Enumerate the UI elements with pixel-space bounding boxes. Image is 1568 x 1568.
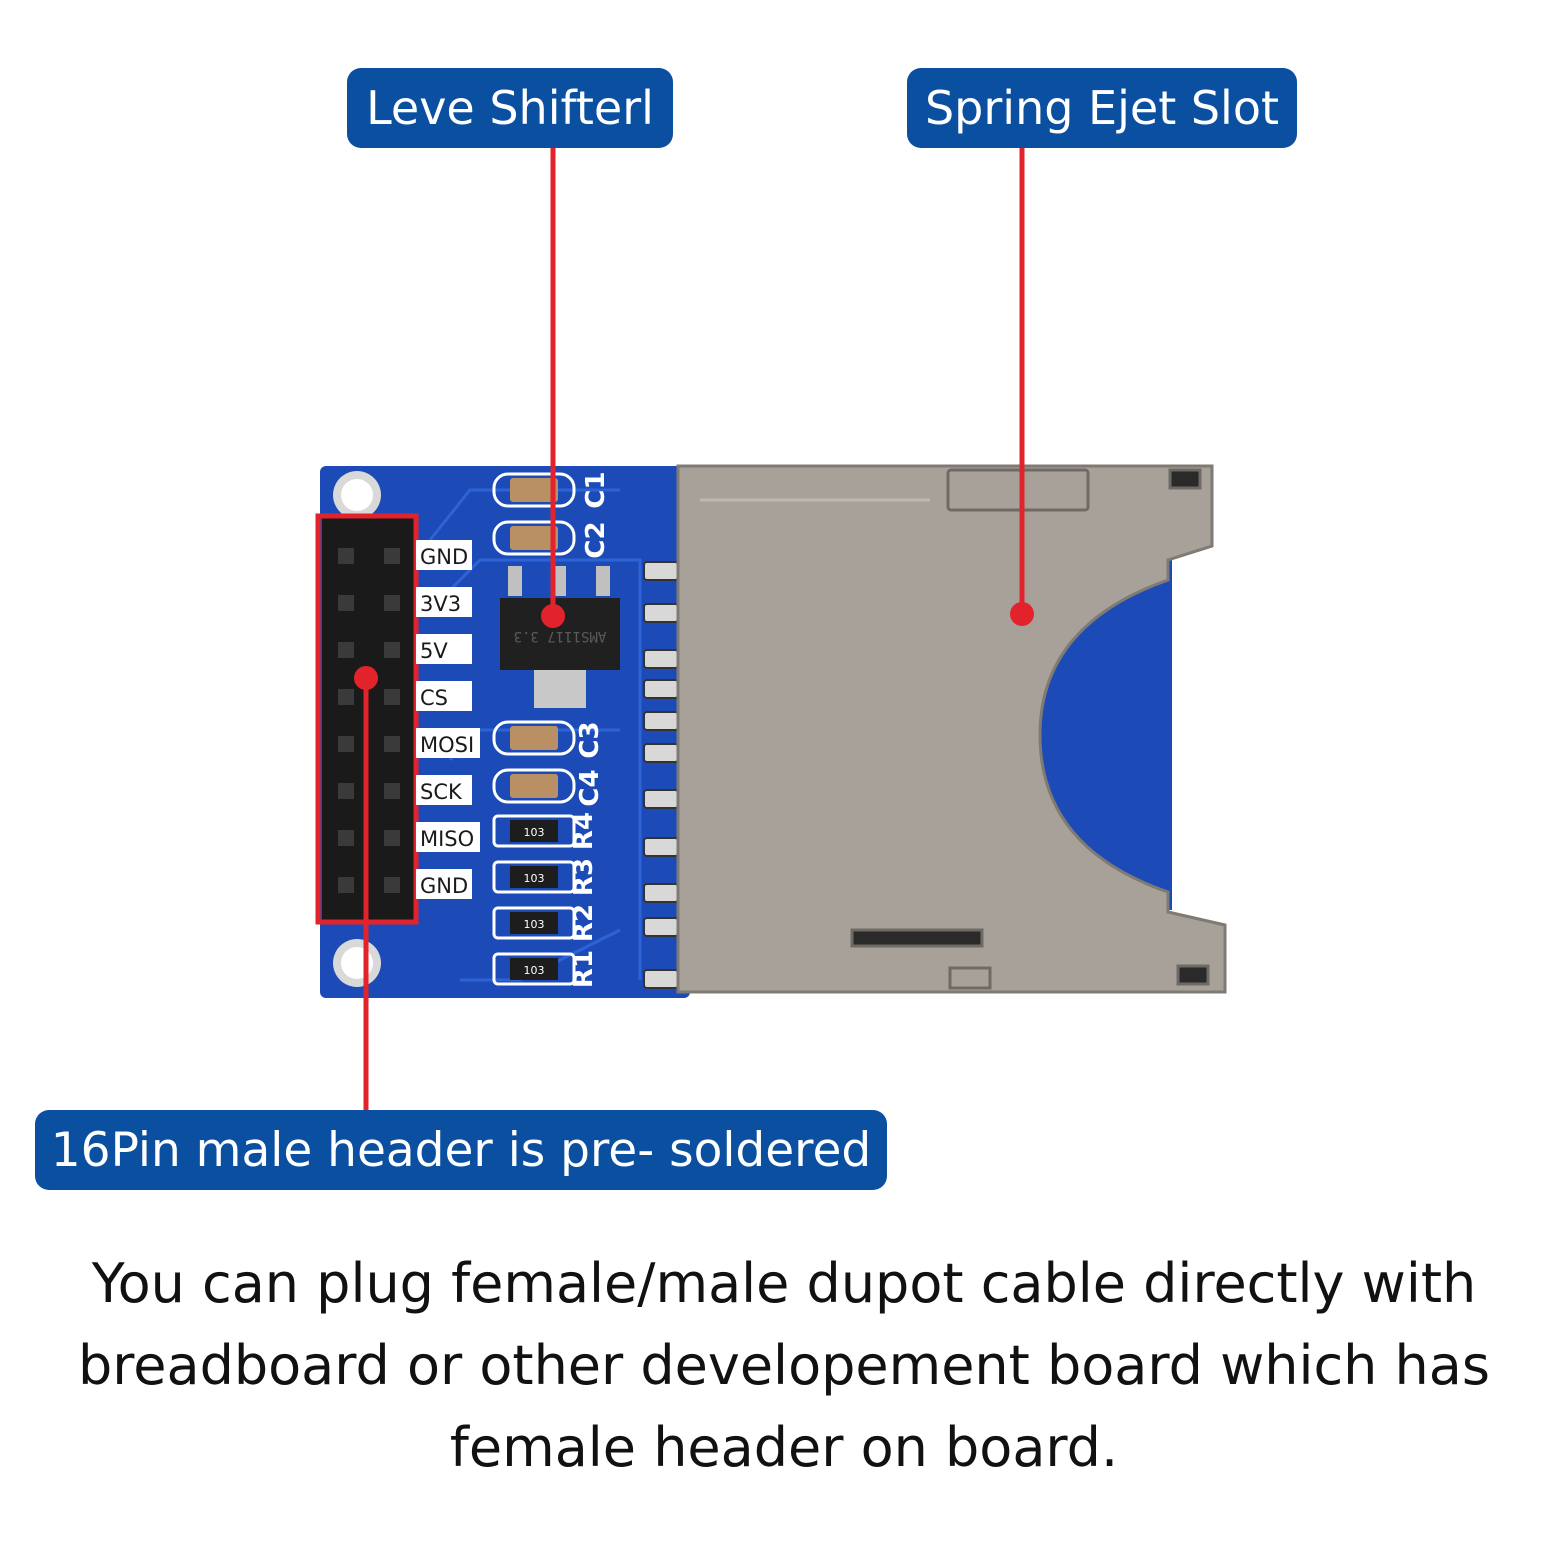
header-pin — [338, 548, 354, 564]
callout-male-header: 16Pin male header is pre- soldered — [35, 1110, 887, 1190]
header-pin — [384, 548, 400, 564]
resistor-r2: 103 R2 — [492, 904, 599, 942]
regulator-marking: AMS1117 3.3 — [514, 628, 607, 644]
caption-line-3: female header on board. — [449, 1416, 1119, 1479]
header-pin — [338, 736, 354, 752]
slot-contact-pad — [643, 743, 679, 763]
pin-label: 3V3 — [420, 592, 461, 616]
slot-contact-pad — [643, 969, 679, 989]
resistor-r1: 103 R1 — [492, 950, 599, 988]
header-pins — [338, 548, 400, 893]
pin-label: MOSI — [420, 733, 474, 757]
pin-header — [315, 513, 419, 925]
label-c1: C1 — [581, 471, 611, 508]
header-pin — [384, 877, 400, 893]
label-r4: R4 — [569, 812, 599, 850]
pin-label: MISO — [420, 827, 474, 851]
header-pin — [384, 689, 400, 705]
slot-contact-pad — [643, 789, 679, 809]
callout-male-header-text: 16Pin male header is pre- soldered — [50, 1122, 872, 1178]
header-pin — [338, 595, 354, 611]
marker-male-header-dot — [354, 666, 378, 690]
pin-label-background — [416, 775, 472, 805]
slot-contact-pad — [643, 837, 679, 857]
callout-level-shifter-text: Leve Shifterl — [366, 81, 654, 135]
slot-contact-pad — [643, 883, 679, 903]
marker-level-shifter-dot — [541, 604, 565, 628]
leader-lines — [363, 148, 1025, 1110]
slot-contact-pad — [643, 679, 679, 699]
header-pin — [384, 642, 400, 658]
mounting-hole-bottom — [333, 939, 381, 987]
caption-line-2: breadboard or other developement board w… — [77, 1334, 1491, 1397]
mounting-hole-top — [333, 471, 381, 519]
caption-line-1: You can plug female/male dupot cable dir… — [91, 1252, 1477, 1315]
sd-slot-contacts — [643, 561, 679, 989]
pin-label-background — [416, 728, 480, 758]
header-pin — [384, 830, 400, 846]
header-pin — [384, 783, 400, 799]
label-c4: C4 — [575, 769, 605, 806]
pin-label-background — [416, 869, 472, 899]
pin-label: CS — [420, 686, 448, 710]
resistor-code: 103 — [524, 964, 545, 977]
slot-contact-pad — [643, 603, 679, 623]
label-r1: R1 — [569, 950, 599, 988]
header-pin — [384, 595, 400, 611]
header-pin — [338, 877, 354, 893]
header-pin — [338, 830, 354, 846]
slot-contact-pad — [643, 711, 679, 731]
label-r3: R3 — [569, 858, 599, 896]
pin-label: 5V — [420, 639, 448, 663]
slot-contact-pad — [643, 649, 679, 669]
resistor-code: 103 — [524, 826, 545, 839]
header-pin — [338, 783, 354, 799]
pin-label-background — [416, 587, 472, 617]
capacitor-c2: C2 — [492, 520, 611, 559]
pin-label-background — [416, 822, 480, 852]
resistor-r4: 103 R4 — [492, 812, 599, 850]
slot-contact-pad — [643, 561, 679, 581]
marker-spring-slot-dot — [1010, 602, 1034, 626]
header-pin — [384, 736, 400, 752]
pin-label-background — [416, 540, 472, 570]
label-c2: C2 — [581, 521, 611, 558]
header-pin — [338, 689, 354, 705]
resistor-code: 103 — [524, 918, 545, 931]
pin-label: GND — [420, 545, 468, 569]
pin-label: GND — [420, 874, 468, 898]
capacitor-c3: C3 — [492, 720, 605, 759]
capacitor-c4: C4 — [492, 768, 605, 807]
label-c3: C3 — [575, 721, 605, 758]
callout-level-shifter: Leve Shifterl — [347, 68, 673, 148]
slot-details — [700, 468, 1210, 990]
pin-label: SCK — [420, 780, 463, 804]
sd-card-slot — [676, 464, 1227, 994]
resistor-code: 103 — [524, 872, 545, 885]
slot-contact-pad — [643, 917, 679, 937]
pin-labels: GND 3V3 5V CS MOSI SCK MISO GND — [416, 540, 480, 899]
callout-spring-eject-slot-text: Spring Ejet Slot — [924, 81, 1280, 135]
pin-label-background — [416, 634, 472, 664]
capacitor-c1: C1 — [492, 471, 611, 509]
header-pin — [338, 642, 354, 658]
pin-label-background — [416, 681, 472, 711]
callout-spring-eject-slot: Spring Ejet Slot — [907, 68, 1297, 148]
resistor-r3: 103 R3 — [492, 858, 599, 896]
label-r2: R2 — [569, 904, 599, 942]
